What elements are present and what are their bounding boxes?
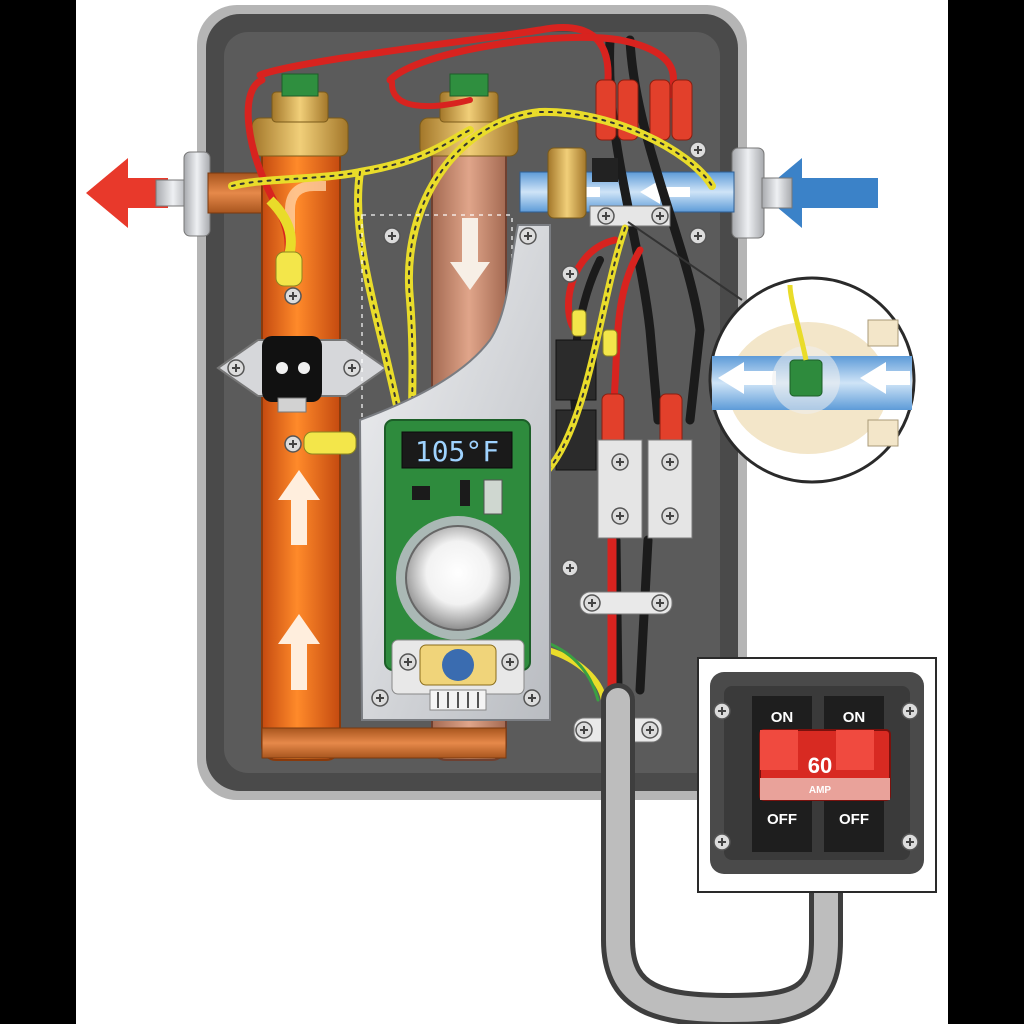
temperature-display: [401, 431, 513, 469]
screw-icon: [713, 833, 731, 851]
flow-arrow-icon: [278, 614, 320, 690]
cold-inlet-arrow-icon: [760, 158, 878, 228]
screw-icon: [383, 227, 401, 245]
screw-icon: [661, 507, 679, 525]
temperature-readout: 105°F: [415, 435, 499, 468]
temperature-knob[interactable]: [405, 525, 511, 631]
flow-arrow-icon: [278, 470, 320, 545]
screw-icon: [519, 227, 537, 245]
relay-module: [555, 339, 597, 401]
outlet-fitting: [155, 151, 211, 237]
screw-icon: [713, 702, 731, 720]
screw-icon: [597, 207, 615, 225]
screw-icon: [284, 287, 302, 305]
power-terminal-block: [597, 439, 693, 539]
screw-icon: [901, 833, 919, 851]
breaker-left-on-label: ON: [771, 709, 794, 726]
hot-outlet-arrow-icon: [86, 158, 168, 228]
flow-arrow-icon: [450, 218, 490, 290]
screw-icon: [399, 653, 417, 671]
screw-icon: [611, 453, 629, 471]
screw-icon: [227, 359, 245, 377]
screw-icon: [641, 721, 659, 739]
breaker-right-off-label: OFF: [839, 811, 869, 828]
thermal-cutoff: [216, 336, 388, 402]
breaker-left-off-label: OFF: [767, 811, 797, 828]
breaker-rating: 60: [808, 753, 832, 778]
screw-icon: [689, 141, 707, 159]
bottom-connector-pipe: [261, 727, 507, 759]
screw-icon: [523, 689, 541, 707]
screw-icon: [611, 507, 629, 525]
control-board: 105°F: [384, 419, 531, 711]
left-black-bar: [0, 0, 76, 1024]
screw-icon: [689, 227, 707, 245]
cable-clamp-upper: [579, 591, 673, 615]
screw-icon: [651, 594, 669, 612]
screw-icon: [901, 702, 919, 720]
screw-icon: [284, 435, 302, 453]
ground-lug: [303, 431, 357, 455]
screw-icon: [583, 594, 601, 612]
screw-icon: [371, 689, 389, 707]
screw-icon: [561, 559, 579, 577]
screw-icon: [561, 265, 579, 283]
brass-tee-fitting: [547, 147, 587, 219]
screw-icon: [651, 207, 669, 225]
screw-icon: [661, 453, 679, 471]
breaker-switch[interactable]: [759, 729, 891, 801]
breaker-unit: AMP: [809, 785, 832, 796]
screw-icon: [343, 359, 361, 377]
right-black-bar: [948, 0, 1024, 1024]
hot-heating-chamber: [251, 73, 349, 761]
screw-icon: [575, 721, 593, 739]
flow-sensor-magnifier-icon: [708, 276, 916, 484]
inlet-fitting: [731, 147, 793, 239]
screw-icon: [501, 653, 519, 671]
breaker-right-on-label: ON: [843, 709, 866, 726]
wire-crimp-connectors: [595, 79, 693, 455]
relay-block: [592, 158, 618, 182]
